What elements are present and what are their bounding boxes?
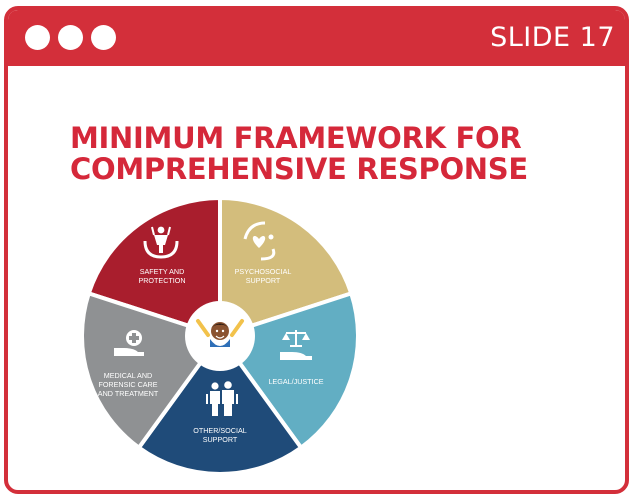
segment-safety-protection — [86, 195, 222, 339]
segment-other-social-support — [136, 332, 304, 476]
child-arms-raised-icon — [196, 319, 244, 347]
title-bar: SLIDE 17 — [8, 10, 625, 66]
people-group-icon — [206, 381, 238, 416]
slide-number-label: SLIDE 17 — [490, 22, 615, 53]
slide-title-line-1: MINIMUM FRAMEWORK FOR — [70, 121, 522, 155]
scales-hand-icon — [280, 330, 312, 360]
window-control-dot[interactable] — [91, 25, 116, 50]
slide-title: MINIMUM FRAMEWORK FOR COMPREHENSIVE RESP… — [70, 123, 590, 185]
window-control-dot[interactable] — [25, 25, 50, 50]
segment-legal-justice-label: LEGAL/JUSTICE — [268, 377, 323, 386]
window-control-dot[interactable] — [58, 25, 83, 50]
slide-title-line-2: COMPREHENSIVE RESPONSE — [70, 152, 528, 186]
hands-heart-icon — [243, 221, 276, 261]
medical-hand-icon — [114, 330, 144, 356]
segment-psychosocial-support — [218, 195, 354, 339]
protected-child-icon — [143, 226, 179, 259]
